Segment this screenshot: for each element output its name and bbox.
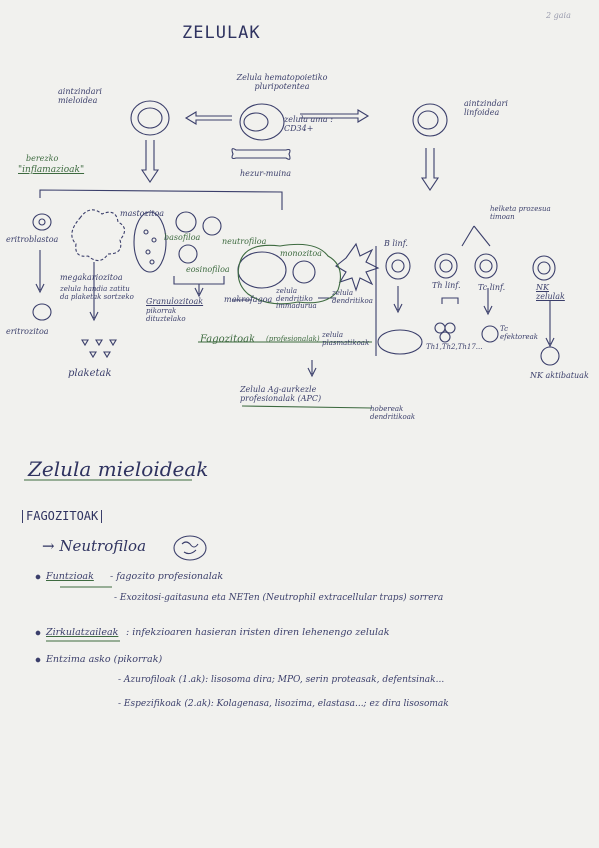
th-subsets-label: Th1,Th2,Th17... [426,343,483,351]
plasma-cells-label: zelula plasmatikoak [322,331,370,347]
functions-line-2: - Exozitosi-gaitasuna eta NETen (Neutrop… [114,593,444,603]
phagocytes-label: Fagozitoak [200,334,256,345]
first-line-text: : infekzioaren hasieran iristen diren le… [126,627,390,638]
page-date: 2 gaia [546,11,571,20]
granulocytes-label: Granulozitoak [146,297,204,306]
cell-title-text: Neutrofiloa [59,537,147,555]
neutrophil-drawing [173,535,207,561]
erythrocyte-label: eritrozitoa [6,327,49,336]
lymphoid-progenitor-cell [412,103,448,137]
monocyte-label: monozitoa [280,249,322,258]
specific-line: - Espezifikoak (2.ak): Kolagenasa, lisoz… [118,699,449,709]
lymphoid-progenitor-label: aintzindari linfoidea [464,99,508,117]
section-heading: Zelula mieloideak [28,457,209,481]
immature-dendritic-label: zelula dendritiko immadurua [276,287,317,311]
cell-title: → Neutrofiloa [42,537,147,555]
neutrophil-label: neutrofiloa [222,237,267,246]
inflammatory-label: "inflamazioak" [18,165,85,175]
basophil-label: basofiloa [164,233,201,242]
myeloid-progenitor-label: aintzindari mieloidea [58,87,102,105]
innate-label: berezko [26,154,59,163]
stem-cell-marker: zelula ama : CD34+ [284,115,333,133]
first-line-label: Zirkulatzaileak [46,627,119,638]
eosinophil-label: eosinofiloa [186,265,230,274]
arrow-right [300,109,370,123]
tc-effector-label: Tc efektoreak [500,325,539,341]
nk-label: NK zelulak [536,283,565,301]
th-lymph-label: Th linf. [432,281,461,290]
stem-cell-label: Zelula hematopoietiko pluripotentea [236,73,328,91]
functions-line-1: - fagozito profesionalak [110,571,224,582]
azurophilic-line: - Azurofiloak (1.ak): lisosoma dira; MPO… [118,675,445,685]
megakaryocyte-note: zelula handia zatitu da plaketak sortzek… [60,285,134,301]
functions-label: Funtzioak [46,571,94,582]
bone-icon [231,148,291,160]
phagocytes-note: (profesionalak) [266,335,320,343]
macrophage-label: makrofagoa [224,295,273,304]
platelets-label: plaketak [68,368,112,379]
apc-label: Zelula Ag-aurkezle profesionalak (APC) [240,385,322,403]
nk-activated-label: NK aktibatuak [530,371,589,380]
stem-cell [239,103,285,141]
arrow-left [184,111,232,125]
mast-cell-label: mastozitoa [120,209,165,218]
page-title: ZELULAK [182,23,261,43]
b-lymph-label: B linf. [384,239,408,248]
tc-lymph-label: Tc linf. [478,283,506,292]
megakaryocyte-label: megakariozitoa [60,273,123,282]
granulocytes-note: pikorrak dituztelako [146,307,186,323]
erythroblast-label: eritroblastoa [6,235,59,244]
maturation-label: helketa prozesua timoan [490,205,551,221]
arrow-down-myeloid [140,140,160,183]
section-subheading: FAGOZITOAK [22,509,103,524]
mature-dendritic-label: zelula dendritikoa [332,289,373,305]
arrow-down-lymphoid [420,148,440,191]
myeloid-progenitor-cell [130,100,170,136]
granules-line: Entzima asko (pikorrak) [46,654,163,665]
bone-marrow-label: hezur-muina [240,169,291,178]
apc-note: hobereak dendritikoak [370,405,416,421]
